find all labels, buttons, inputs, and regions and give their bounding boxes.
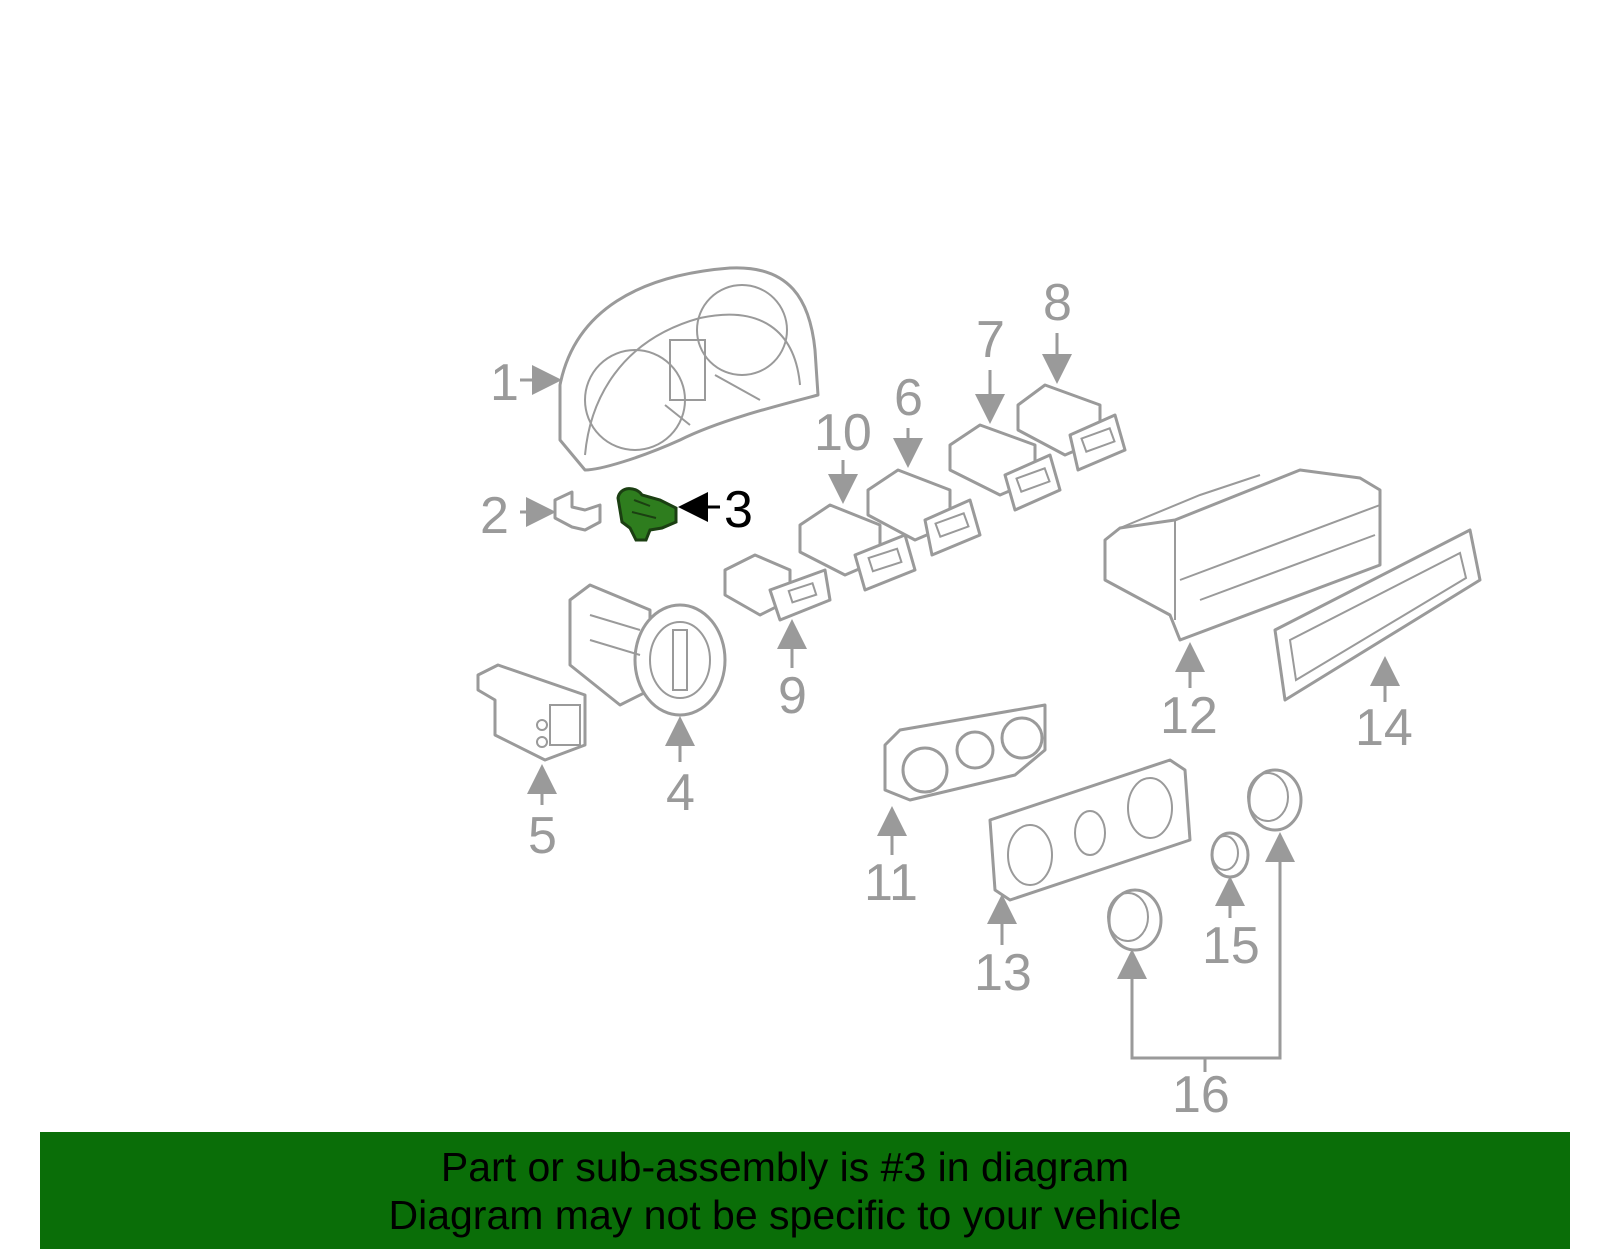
part-5-switch [476, 663, 587, 762]
part-14-trim-bezel [1273, 528, 1482, 702]
part-16-knob-left [1107, 888, 1163, 952]
part-2-clip [553, 490, 602, 532]
part-9-rocker-switch [723, 553, 832, 622]
part-11-control-bracket [883, 703, 1047, 802]
callout-13: 13 [974, 944, 1032, 1002]
callout-12: 12 [1160, 687, 1218, 745]
part-1-instrument-cluster [558, 266, 820, 472]
callout-2: 2 [480, 487, 509, 545]
callout-5: 5 [528, 807, 557, 865]
callout-14: 14 [1355, 699, 1413, 757]
callout-1: 1 [490, 354, 519, 412]
callout-10: 10 [814, 404, 872, 462]
callout-15: 15 [1202, 917, 1260, 975]
info-banner: Part or sub-assembly is #3 in diagram Di… [40, 1132, 1570, 1249]
part-6-rocker-switch [866, 468, 982, 557]
callout-numbers: 1 2 3 4 5 6 7 8 9 10 11 12 13 14 15 16 [480, 274, 1413, 1124]
callout-7: 7 [976, 311, 1005, 369]
callout-4: 4 [666, 764, 695, 822]
callout-8: 8 [1043, 274, 1072, 332]
callout-arrows [520, 333, 1400, 1072]
part-4-headlight-switch [568, 583, 727, 717]
callout-6: 6 [894, 369, 923, 427]
callout-3: 3 [724, 481, 753, 539]
callout-9: 9 [778, 667, 807, 725]
part-16-knob-right [1247, 768, 1303, 832]
callout-11: 11 [864, 854, 918, 912]
part-12-climate-control-unit [1103, 468, 1382, 642]
part-10-rocker-switch [798, 503, 917, 592]
banner-line-part-info: Part or sub-assembly is #3 in diagram [440, 1144, 1130, 1190]
part-13-control-panel [988, 758, 1192, 902]
banner-line-disclaimer: Diagram may not be specific to your vehi… [388, 1192, 1182, 1238]
part-3-highlighted [616, 487, 678, 542]
part-8-rocker-switch [1016, 383, 1127, 472]
part-15-knob [1210, 831, 1250, 879]
part-7-rocker-switch [948, 423, 1062, 512]
callout-16: 16 [1172, 1066, 1230, 1124]
